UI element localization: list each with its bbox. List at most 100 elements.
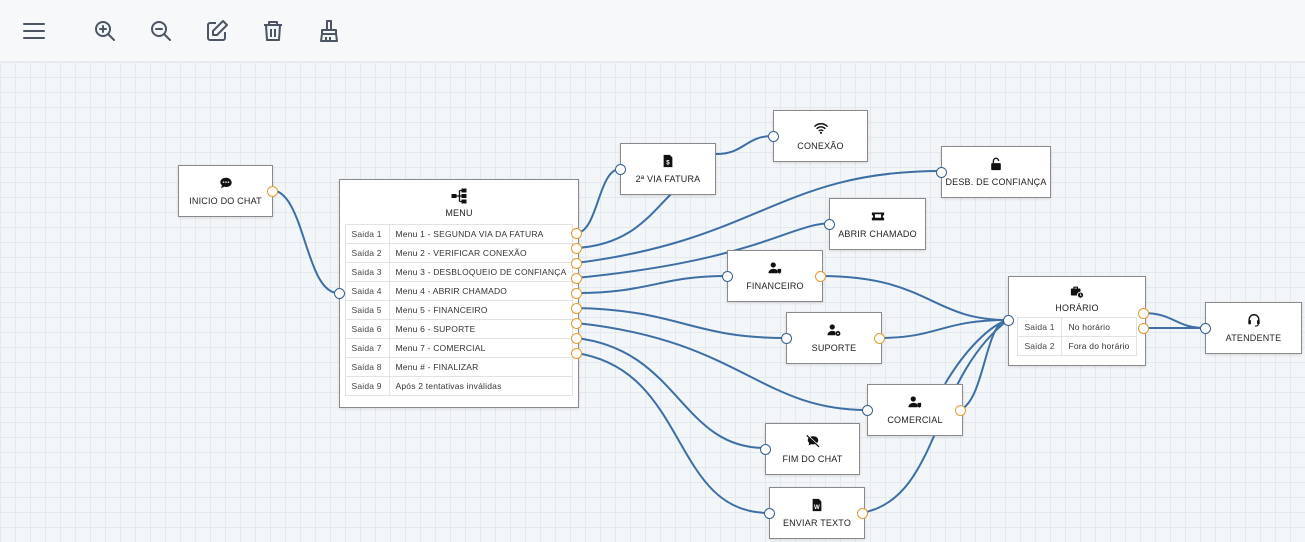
output-port-9[interactable] bbox=[571, 348, 582, 359]
output-port-2[interactable] bbox=[1138, 323, 1149, 334]
edit-button[interactable] bbox=[202, 16, 232, 46]
node-financeiro[interactable]: FINANCEIRO bbox=[722, 250, 826, 302]
row-key: Saida 9 bbox=[344, 376, 390, 396]
output-port-1[interactable] bbox=[1138, 308, 1149, 319]
output-port[interactable] bbox=[857, 508, 868, 519]
ticket-icon bbox=[871, 212, 884, 221]
node-label: ATENDENTE bbox=[1225, 333, 1282, 343]
output-port-4[interactable] bbox=[571, 273, 582, 284]
node-suporte[interactable]: SUPORTE bbox=[781, 312, 885, 364]
row-key: Saida 6 bbox=[344, 319, 390, 339]
output-port-6[interactable] bbox=[571, 303, 582, 314]
node-label: ENVIAR TEXTO bbox=[782, 518, 852, 528]
svg-text:W: W bbox=[814, 504, 820, 511]
output-port[interactable] bbox=[815, 271, 826, 282]
output-port-8[interactable] bbox=[571, 333, 582, 344]
sitemap-icon bbox=[451, 188, 467, 204]
row-value: Menu 3 - DESBLOQUEIO DE CONFIANÇA bbox=[388, 262, 574, 282]
chat-slash-icon bbox=[805, 434, 820, 448]
row-key: Saida 3 bbox=[344, 262, 390, 282]
input-port[interactable] bbox=[722, 271, 733, 282]
row-key: Saida 2 bbox=[344, 243, 390, 263]
row-value: Menu 6 - SUPORTE bbox=[388, 319, 574, 339]
node-label: MENU bbox=[445, 208, 473, 218]
row-value: Menu # - FINALIZAR bbox=[388, 357, 574, 377]
edit-icon bbox=[207, 20, 228, 41]
input-port[interactable] bbox=[615, 164, 626, 175]
input-port[interactable] bbox=[1003, 315, 1014, 326]
node-abrir-chamado[interactable]: ABRIR CHAMADO bbox=[824, 198, 926, 250]
user-cog-icon bbox=[827, 324, 841, 336]
user-tag-icon bbox=[908, 396, 922, 408]
node-label: INICIO DO CHAT bbox=[189, 196, 262, 206]
row-key: Saida 1 bbox=[1017, 317, 1063, 337]
output-port[interactable] bbox=[874, 333, 885, 344]
zoom-in-button[interactable] bbox=[90, 16, 120, 46]
row-key: Saida 8 bbox=[344, 357, 390, 377]
output-port-3[interactable] bbox=[571, 258, 582, 269]
row-key: Saida 1 bbox=[344, 224, 390, 244]
node-atendente[interactable]: ATENDENTE bbox=[1200, 302, 1302, 354]
input-port[interactable] bbox=[936, 167, 947, 178]
node-desbloqueio-confianca[interactable]: DESB. DE CONFIANÇA bbox=[936, 146, 1051, 198]
output-port-2[interactable] bbox=[571, 243, 582, 254]
clear-button[interactable] bbox=[314, 16, 344, 46]
word-file-icon: W bbox=[812, 498, 822, 512]
row-value: Fora do horário bbox=[1061, 336, 1137, 356]
chat-icon bbox=[219, 177, 232, 189]
input-port[interactable] bbox=[768, 131, 779, 142]
input-port[interactable] bbox=[781, 333, 792, 344]
output-port-1[interactable] bbox=[571, 228, 582, 239]
node-label: 2ª VIA FATURA bbox=[635, 174, 701, 184]
svg-text:$: $ bbox=[666, 160, 670, 167]
input-port[interactable] bbox=[862, 405, 873, 416]
trash-icon bbox=[264, 21, 282, 41]
output-port-7[interactable] bbox=[571, 318, 582, 329]
row-value: Menu 5 - FINANCEIRO bbox=[388, 300, 574, 320]
node-fim-chat[interactable]: FIM DO CHAT bbox=[760, 423, 860, 475]
output-port[interactable] bbox=[267, 186, 278, 197]
zoom-out-icon bbox=[151, 21, 171, 41]
broom-icon bbox=[320, 20, 338, 42]
row-value: Menu 1 - SEGUNDA VIA DA FATURA bbox=[388, 224, 574, 244]
headset-icon bbox=[1247, 314, 1260, 327]
wifi-icon bbox=[813, 123, 828, 134]
node-label: SUPORTE bbox=[811, 343, 857, 353]
output-port-5[interactable] bbox=[571, 288, 582, 299]
row-key: Saida 4 bbox=[344, 281, 390, 301]
output-port[interactable] bbox=[955, 405, 966, 416]
node-label: FINANCEIRO bbox=[746, 281, 804, 291]
node-label: CONEXÃO bbox=[797, 141, 844, 151]
node-segunda-via-fatura[interactable]: $ 2ª VIA FATURA bbox=[615, 143, 716, 195]
menu-button[interactable] bbox=[19, 16, 49, 46]
input-port[interactable] bbox=[334, 288, 345, 299]
row-value: Após 2 tentativas inválidas bbox=[388, 376, 574, 396]
node-enviar-texto[interactable]: W ENVIAR TEXTO bbox=[764, 487, 868, 539]
delete-button[interactable] bbox=[258, 16, 288, 46]
row-value: Menu 4 - ABRIR CHAMADO bbox=[388, 281, 574, 301]
node-label: ABRIR CHAMADO bbox=[838, 229, 917, 239]
input-port[interactable] bbox=[760, 444, 771, 455]
zoom-out-button[interactable] bbox=[146, 16, 176, 46]
input-port[interactable] bbox=[764, 508, 775, 519]
node-conexao[interactable]: CONEXÃO bbox=[768, 110, 868, 162]
row-value: Menu 2 - VERIFICAR CONEXÃO bbox=[388, 243, 574, 263]
node-comercial[interactable]: COMERCIAL bbox=[862, 384, 966, 436]
user-tag-icon bbox=[768, 262, 782, 274]
unlock-icon bbox=[991, 157, 1001, 171]
node-inicio-chat[interactable]: INICIO DO CHAT bbox=[178, 165, 278, 217]
input-port[interactable] bbox=[824, 219, 835, 230]
input-port[interactable] bbox=[1200, 323, 1211, 334]
